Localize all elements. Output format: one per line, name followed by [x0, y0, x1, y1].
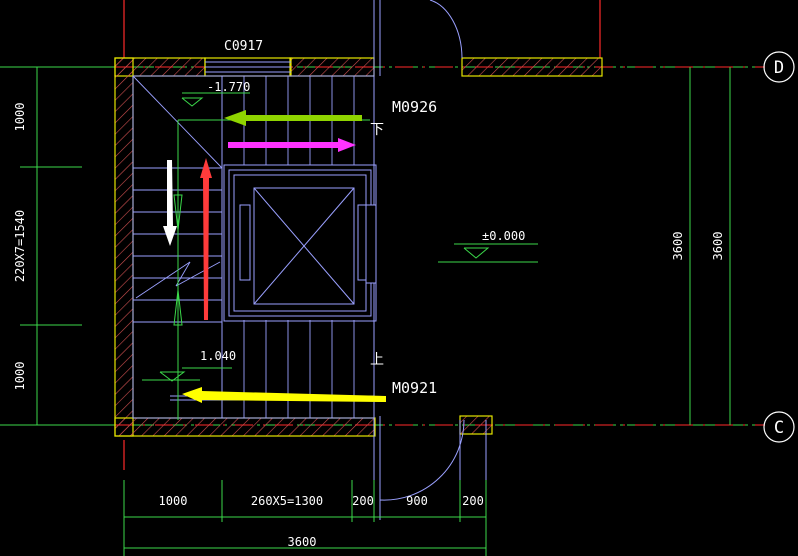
- dim-left-bottom: 1000: [13, 362, 27, 391]
- window-label: C0917: [224, 39, 263, 54]
- elevator-shaft: [223, 164, 377, 322]
- axis-bubble-c: C: [763, 411, 795, 443]
- dims-right: [689, 67, 731, 425]
- dims-left: [20, 66, 110, 426]
- axis-bubble-d: D: [763, 51, 795, 83]
- dim-bottom-total: 3600: [288, 535, 317, 549]
- white-arrow: [163, 160, 177, 246]
- door-label-m0926: M0926: [392, 98, 437, 116]
- elevation-floor: ±0.000: [482, 229, 525, 243]
- window-frame: [205, 61, 291, 73]
- dim-bottom-a: 1000: [159, 494, 188, 508]
- dims-bottom: [123, 480, 487, 556]
- annotation-arrows: [163, 110, 386, 403]
- column-stubs: [123, 0, 601, 470]
- red-arrow: [200, 158, 212, 320]
- dim-left-top: 1000: [13, 103, 27, 132]
- dim-bottom-e: 200: [462, 494, 484, 508]
- dim-right-inner: 3600: [671, 232, 685, 261]
- green-arrow: [224, 110, 362, 126]
- door-label-m0921: M0921: [392, 379, 437, 397]
- axis-label-c: C: [774, 418, 784, 438]
- dim-bottom-b: 260X5=1300: [251, 494, 323, 508]
- stair-up-label: 上: [370, 352, 384, 368]
- stair-down-label: 下: [370, 122, 384, 138]
- dim-right-outer: 3600: [711, 232, 725, 261]
- dim-bottom-c: 200: [352, 494, 374, 508]
- yellow-arrow: [182, 387, 386, 403]
- dim-left-mid: 220X7=1540: [13, 210, 27, 282]
- axis-label-d: D: [774, 58, 784, 78]
- elevation-markers: [142, 92, 538, 382]
- elevation-top: -1.770: [207, 80, 250, 94]
- elevation-mid: 1.040: [200, 349, 236, 363]
- doors: [373, 0, 487, 520]
- dim-bottom-d: 900: [406, 494, 428, 508]
- magenta-arrow: [228, 138, 356, 152]
